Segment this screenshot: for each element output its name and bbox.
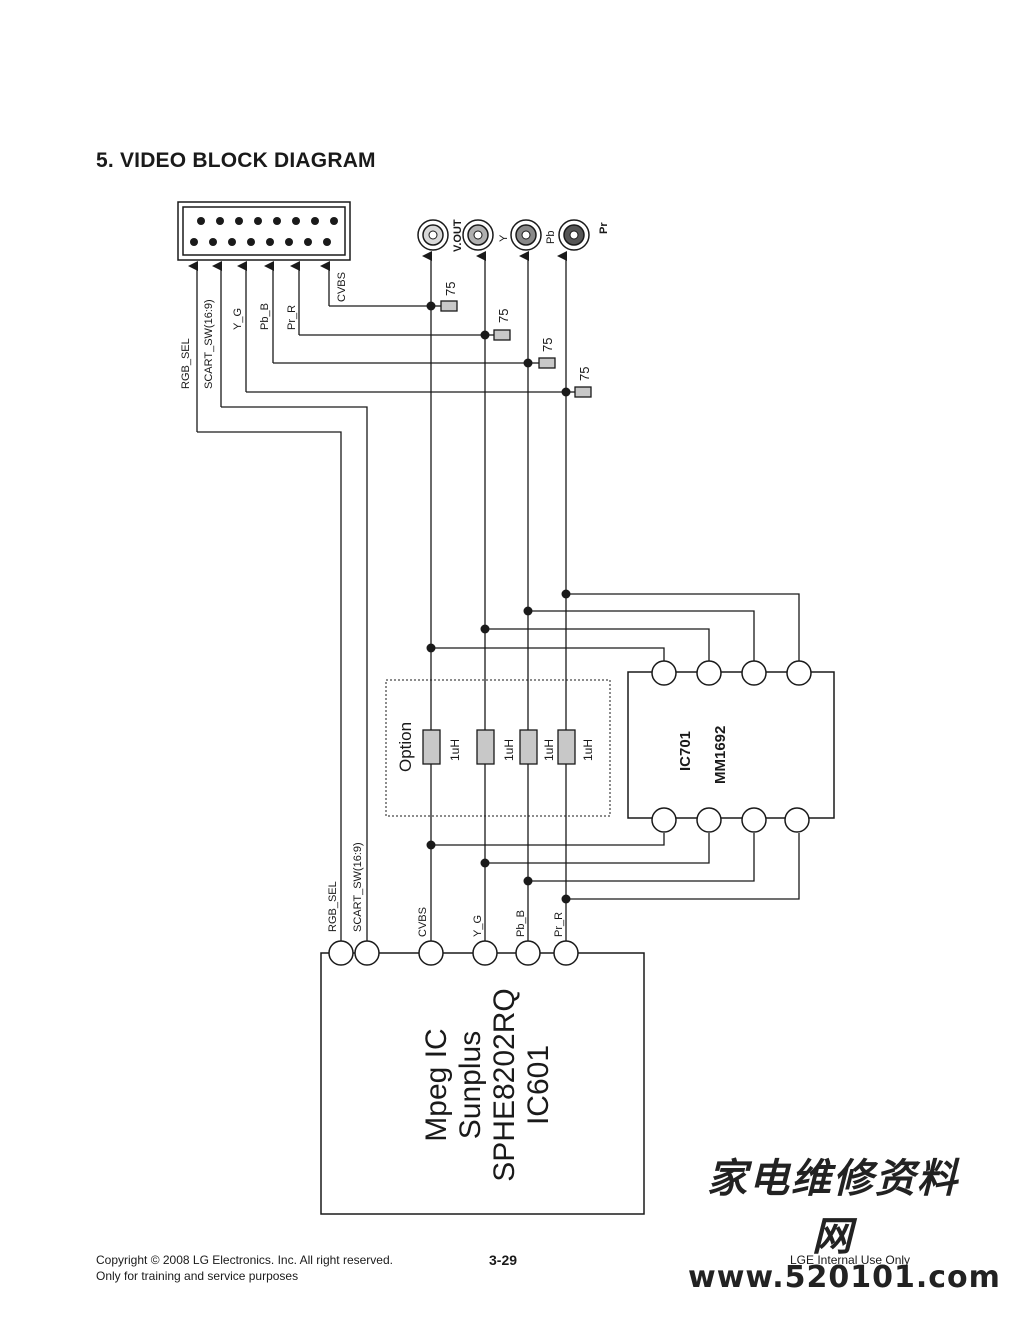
jack-vout-icon[interactable]	[417, 219, 449, 251]
inductors	[422, 729, 576, 765]
mpeg-pin-label-pr-r: Pr_R	[553, 912, 565, 937]
scart-label-pr-r: Pr_R	[286, 305, 298, 330]
scart-label-y-g: Y_G	[232, 308, 244, 330]
scart-label-pb-b: Pb_B	[259, 303, 271, 330]
footer-internal: LGE Internal Use Only	[790, 1253, 911, 1267]
inductor-label-4: 1uH	[581, 739, 595, 761]
watermark-cn: 家电维修资料网	[707, 1155, 959, 1260]
resistors	[440, 300, 592, 398]
scart-connector-outer	[177, 201, 351, 261]
mpeg-ic-body	[320, 952, 645, 1215]
watermark-url: www.520101.com	[688, 1260, 1001, 1295]
jack-pb-icon[interactable]	[510, 219, 542, 251]
ic701-part: MM1692	[712, 726, 729, 784]
footer-left: Copyright © 2008 LG Electronics. Inc. Al…	[96, 1252, 393, 1284]
resistor-label-3: 75	[540, 338, 555, 352]
mpeg-pin-label-scart-sw: SCART_SW(16:9)	[352, 842, 364, 932]
mpeg-title-line2: Sunplus	[454, 1031, 487, 1139]
resistor-label-1: 75	[443, 282, 458, 296]
mpeg-pin-label-y-g: Y_G	[472, 915, 484, 937]
watermark: 家电维修资料网 www.520101.com	[688, 1146, 1001, 1295]
scart-connector-inner	[182, 206, 346, 256]
jack-pr-icon[interactable]	[558, 219, 590, 251]
mpeg-title-line3: SPHE8202RQ	[488, 988, 521, 1181]
resistor-label-2: 75	[496, 309, 511, 323]
footer-purpose: Only for training and service purposes	[96, 1269, 299, 1283]
scart-label-rgb-sel: RGB_SEL	[180, 338, 192, 389]
scart-pins	[190, 217, 338, 246]
wiring	[188, 251, 800, 943]
mpeg-title-line4: IC601	[522, 1045, 555, 1125]
resistor-label-4: 75	[577, 367, 592, 381]
inductor-label-2: 1uH	[502, 739, 516, 761]
mpeg-pin-label-rgb-sel: RGB_SEL	[327, 881, 339, 932]
ic701-pins	[651, 660, 812, 833]
mpeg-ic-pins	[328, 940, 579, 966]
option-label: Option	[396, 722, 415, 772]
page-title: 5. VIDEO BLOCK DIAGRAM	[96, 149, 376, 172]
jack-label-vout: V.OUT	[452, 219, 464, 252]
junction-dots	[426, 301, 571, 904]
jack-label-pr: Pr	[598, 222, 610, 234]
mpeg-title-line1: Mpeg IC	[420, 1028, 453, 1141]
mpeg-pin-label-pb-b: Pb_B	[515, 910, 527, 937]
page-number: 3-29	[489, 1252, 518, 1268]
jack-label-pb: Pb	[545, 231, 557, 244]
inductor-label-3: 1uH	[542, 739, 556, 761]
scart-label-scart-sw: SCART_SW(16:9)	[203, 299, 215, 389]
footer-copyright: Copyright © 2008 LG Electronics. Inc. Al…	[96, 1253, 393, 1267]
inductor-label-1: 1uH	[448, 739, 462, 761]
scart-label-cvbs: CVBS	[336, 272, 348, 302]
option-box	[385, 679, 611, 817]
jack-y-icon[interactable]	[462, 219, 494, 251]
ic701-ref: IC701	[677, 731, 694, 771]
mpeg-pin-label-cvbs: CVBS	[417, 907, 429, 937]
jack-label-y: Y	[498, 234, 510, 242]
ic701-body	[627, 671, 835, 819]
